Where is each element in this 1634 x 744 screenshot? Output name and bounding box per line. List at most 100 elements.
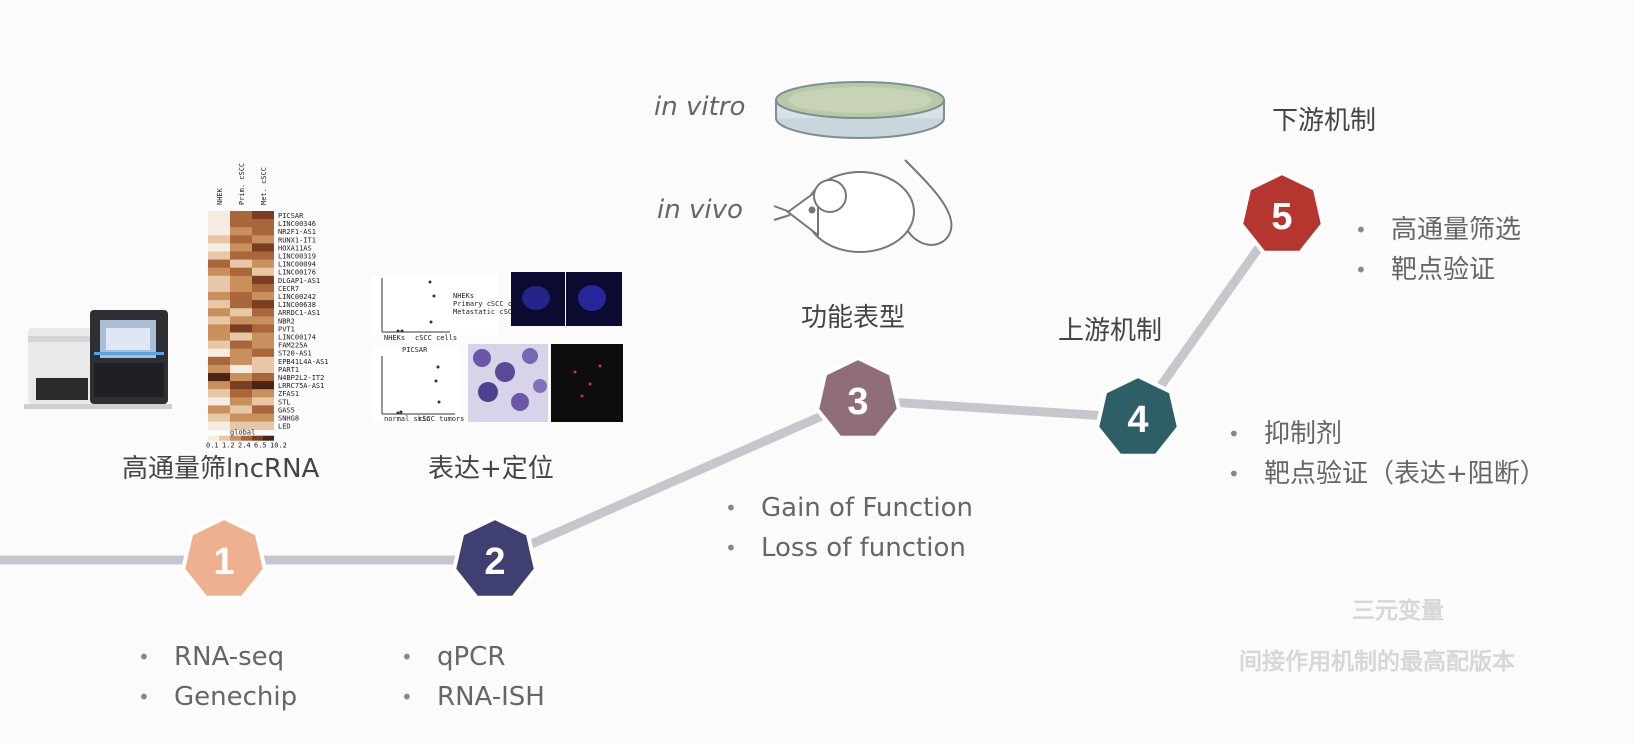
heatmap-cell: [230, 275, 252, 285]
heatmap-gene-label: FAM225A: [278, 342, 308, 350]
heatmap-cell: [208, 389, 230, 398]
step-3-node-shape: [814, 355, 902, 440]
heatmap-cell: [208, 292, 230, 301]
plot-bottom-xlabel-1: normal skin: [384, 415, 430, 423]
heatmap-cell: [230, 421, 252, 431]
heatmap-cell: [252, 332, 274, 341]
step-5-title: 下游机制: [1272, 106, 1377, 136]
heatmap-cell: [230, 259, 252, 269]
step-1-node: 1: [180, 515, 268, 600]
heatmap-cell: [208, 235, 230, 244]
heatmap-scale-label: global: [230, 429, 255, 437]
petri-dish-image: [775, 81, 945, 139]
heatmap-cell: [208, 373, 230, 382]
watermark-line-1: 三元变量: [1352, 598, 1444, 624]
heatmap-cell: [230, 389, 252, 398]
step-2-node-shape: [451, 515, 539, 600]
heatmap-cell: [230, 364, 252, 374]
heatmap-cell: [208, 251, 230, 260]
heatmap-cell: [208, 243, 230, 252]
heatmap-cell: [208, 283, 230, 293]
heatmap-cell: [208, 219, 230, 228]
heatmap-gene-label: N4BP2L2-IT2: [278, 374, 324, 382]
heatmap-gene-label: NBR2: [278, 317, 295, 325]
heatmap-cell: [252, 211, 274, 220]
step-2-node: 2: [451, 515, 539, 600]
mouse-image: [773, 159, 953, 253]
step-4-number: 4: [1127, 399, 1148, 441]
heatmap-gene-label: LINC00174: [278, 334, 316, 342]
heatmap-scale-swatch: [219, 435, 230, 441]
heatmap-gene-label: RUNX1-IT1: [278, 236, 316, 244]
plot-top-legend-1: NHEKs: [453, 292, 474, 300]
heatmap-cell: [252, 259, 274, 269]
heatmap-gene-label: SNHG8: [278, 415, 299, 423]
heatmap-cell: [208, 316, 230, 325]
heatmap-scale-swatch: [241, 435, 252, 441]
heatmap-cell: [208, 332, 230, 341]
heatmap-cell: [252, 364, 274, 374]
heatmap-cell: [208, 211, 230, 220]
heatmap-cell: [252, 373, 274, 382]
heatmap-cell: [252, 300, 274, 309]
heatmap-cell: [252, 413, 274, 422]
heatmap-cell: [252, 397, 274, 406]
heatmap-cell: [230, 283, 252, 293]
heatmap-cell: [252, 348, 274, 358]
heatmap-scale-tick: 10.2: [270, 442, 287, 450]
step-5-node-shape: [1238, 170, 1326, 255]
heatmap-cell: [230, 324, 252, 333]
list-item: 靶点验证（表达+阻断）: [1228, 454, 1546, 494]
heatmap-cell: [208, 421, 230, 431]
heatmap-cell: [230, 356, 252, 366]
step-1-bullets: RNA-seq Genechip: [138, 637, 297, 717]
step-3-bullets: Gain of Function Loss of function: [725, 488, 973, 568]
heatmap-cell: [208, 324, 230, 333]
plot-top-xlabel-1: NHEKs: [384, 334, 405, 342]
step-2-bullets: qPCR RNA-ISH: [401, 637, 545, 717]
heatmap-gene-label: LINC00319: [278, 253, 316, 261]
heatmap-cell: [230, 267, 252, 277]
heatmap-cell: [252, 267, 274, 277]
step-3-number: 3: [847, 381, 868, 423]
heatmap-cell: [252, 356, 274, 366]
step-4-bullets: 抑制剂 靶点验证（表达+阻断）: [1228, 414, 1546, 494]
step-1-title: 高通量筛lncRNA: [122, 454, 320, 484]
heatmap-cell: [208, 340, 230, 350]
heatmap-cell: [230, 292, 252, 301]
heatmap-gene-label: LINC00242: [278, 293, 316, 301]
lncrna-heatmap: PICSARLINC00346NR2F1-AS1RUNX1-IT1HOXA11A…: [206, 163, 329, 450]
list-item: 靶点验证: [1355, 250, 1521, 290]
heatmap-cell: [230, 340, 252, 350]
step-5-node: 5: [1238, 170, 1326, 255]
heatmap-gene-label: LINC00346: [278, 220, 316, 228]
heatmap-cell: [252, 308, 274, 317]
list-item: RNA-seq: [138, 637, 297, 677]
heatmap-gene-label: ARRDC1-AS1: [278, 309, 320, 317]
step-1-node-shape: [180, 515, 268, 600]
heatmap-cell: [252, 251, 274, 260]
plot-top-legend-2: Primary cSCC cells: [453, 300, 529, 308]
list-item: 高通量筛选: [1355, 210, 1521, 250]
heatmap-cell: [252, 324, 274, 333]
heatmap-cell: [208, 259, 230, 269]
heatmap-cell: [208, 356, 230, 366]
heatmap-cell: [230, 251, 252, 260]
heatmap-gene-label: LRRC75A-AS1: [278, 382, 324, 390]
list-item: Loss of function: [725, 528, 973, 568]
heatmap-cell: [208, 405, 230, 414]
sequencer-machine-image: [24, 310, 172, 409]
heatmap-cell: [252, 316, 274, 325]
heatmap-gene-label: LINC00638: [278, 301, 316, 309]
heatmap-cell: [230, 235, 252, 244]
heatmap-cell: [230, 219, 252, 228]
heatmap-cell: [230, 332, 252, 341]
heatmap-cell: [252, 235, 274, 244]
workflow-path: [0, 212, 1286, 565]
heatmap-cell: [208, 227, 230, 236]
step-2-title: 表达+定位: [428, 454, 554, 484]
heatmap-column-label: NHEK: [216, 187, 224, 205]
heatmap-cell: [230, 348, 252, 358]
list-item: RNA-ISH: [401, 677, 545, 717]
heatmap-cell: [230, 300, 252, 309]
